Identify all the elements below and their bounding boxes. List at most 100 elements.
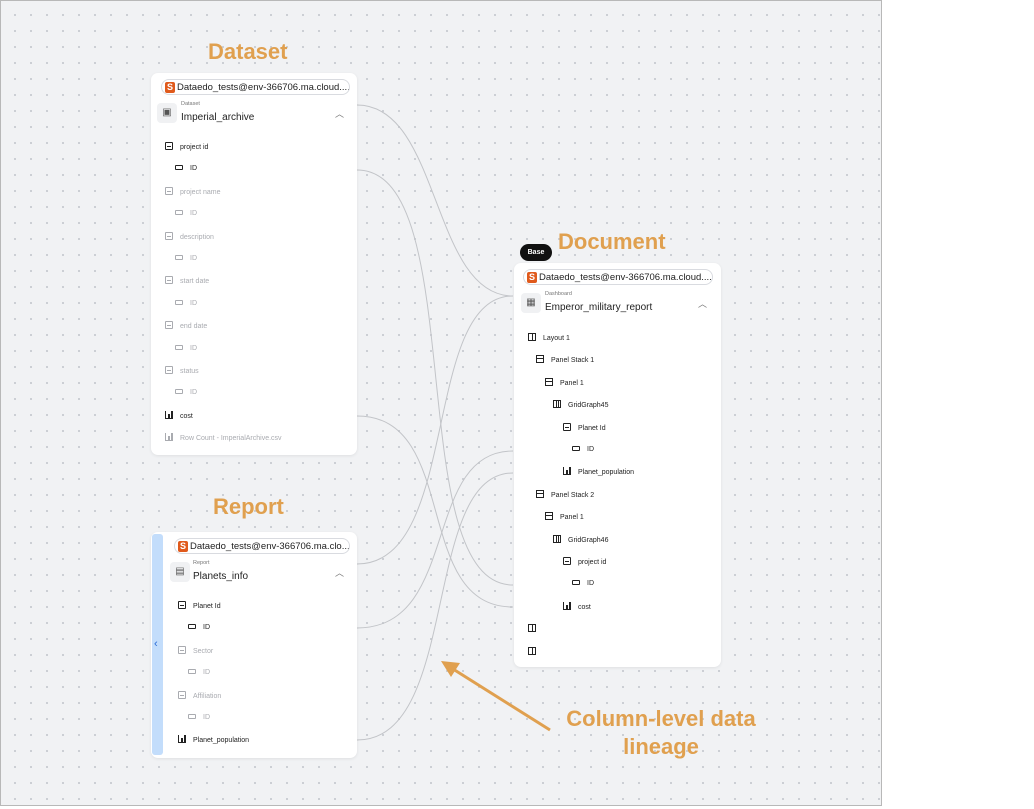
column-icon <box>178 690 186 699</box>
grid-graph-icon <box>553 400 561 409</box>
document-row[interactable]: project id <box>563 557 606 568</box>
lineage-canvas[interactable]: Dataset Document Report Column-level dat… <box>0 0 882 806</box>
dataset-name: Imperial_archive <box>181 112 255 123</box>
report-row[interactable]: Planet Id <box>178 601 221 612</box>
column-icon <box>165 276 173 285</box>
key-icon <box>175 389 183 395</box>
row-label: ID <box>587 446 594 453</box>
collapse-chevron-icon[interactable]: ︿ <box>335 109 345 119</box>
row-label: ID <box>203 624 210 632</box>
row-label: ID <box>203 669 210 677</box>
dataset-row[interactable]: project name <box>165 186 220 198</box>
row-label: ID <box>190 344 197 352</box>
row-label: Row Count - ImperialArchive.csv <box>180 435 282 443</box>
dashboard-type-icon: ▦ <box>521 293 541 313</box>
edge-population-to-document <box>356 472 514 741</box>
key-icon <box>572 446 580 451</box>
row-label: Planet_population <box>578 469 635 477</box>
measure-icon <box>165 410 173 419</box>
dataset-row[interactable]: description <box>165 231 214 243</box>
collapse-chevron-icon[interactable]: ︿ <box>698 299 708 309</box>
key-icon <box>188 714 196 719</box>
document-row[interactable]: Planet Id <box>563 422 606 434</box>
document-row[interactable]: Planet_population <box>563 467 634 478</box>
row-label: Affiliation <box>193 692 222 700</box>
report-row[interactable]: Affiliation <box>178 690 222 702</box>
row-label: Sector <box>193 647 214 655</box>
dataset-row[interactable]: ID <box>173 209 197 219</box>
dataset-row[interactable]: status <box>165 366 199 377</box>
column-icon <box>178 601 186 609</box>
row-label: start date <box>180 278 210 286</box>
source-logo-icon: S <box>165 82 175 93</box>
panel-stack-icon <box>536 489 544 498</box>
report-row[interactable]: ID <box>186 713 210 723</box>
document-row[interactable]: GridGraph45 <box>553 400 608 411</box>
column-icon <box>165 142 173 150</box>
column-icon <box>563 422 571 431</box>
report-type-icon: ▤ <box>170 562 190 582</box>
key-icon <box>175 255 183 260</box>
document-row[interactable]: cost <box>563 601 591 613</box>
document-type-label: Dashboard <box>545 291 572 297</box>
dataset-row[interactable]: ID <box>173 388 197 398</box>
edge-planet-id-to-document <box>356 450 514 629</box>
row-label: Panel 1 <box>560 514 584 522</box>
column-icon <box>178 645 186 654</box>
report-row[interactable]: Sector <box>178 645 214 657</box>
document-row[interactable]: Panel 1 <box>545 377 584 389</box>
row-label: ID <box>190 299 197 307</box>
column-icon <box>165 186 173 195</box>
row-label: project id <box>180 144 209 151</box>
report-row[interactable]: ID <box>186 623 210 633</box>
document-row[interactable]: Panel Stack 1 <box>536 355 594 366</box>
row-label: GridGraph46 <box>568 536 609 544</box>
report-type-label: Report <box>193 560 210 566</box>
document-row[interactable]: Layout 1 <box>528 333 570 344</box>
dataset-row[interactable]: cost <box>165 410 193 422</box>
column-icon <box>165 231 173 240</box>
dataset-row[interactable]: end date <box>165 321 207 332</box>
dataset-row[interactable]: Row Count - ImperialArchive.csv <box>165 433 282 444</box>
key-icon <box>175 210 183 216</box>
annotation-arrow <box>441 661 551 732</box>
document-row[interactable] <box>528 624 543 635</box>
key-icon <box>572 580 580 586</box>
collapse-chevron-icon[interactable]: ︿ <box>335 568 345 578</box>
dataset-row[interactable]: ID <box>173 254 197 264</box>
document-row[interactable]: ID <box>570 579 594 589</box>
document-row[interactable] <box>528 646 543 658</box>
grid-graph-icon <box>553 534 561 543</box>
document-row[interactable]: ID <box>570 445 594 455</box>
row-label: ID <box>190 389 197 397</box>
report-row[interactable]: Planet_population <box>178 735 249 746</box>
row-label: GridGraph45 <box>568 402 609 410</box>
dataset-row[interactable]: project id <box>165 142 208 153</box>
document-row[interactable]: GridGraph46 <box>553 534 609 546</box>
dataset-row[interactable]: ID <box>173 164 197 174</box>
row-label: ID <box>190 165 197 173</box>
report-row[interactable]: ID <box>186 668 210 678</box>
chevron-left-icon[interactable]: ‹ <box>154 638 158 650</box>
key-icon <box>188 624 196 630</box>
document-heading: Document <box>558 229 666 254</box>
dataset-row[interactable]: start date <box>165 276 209 287</box>
report-sidebar-collapse[interactable]: ‹ <box>152 534 163 755</box>
key-icon <box>188 669 196 675</box>
source-logo-icon: S <box>527 272 537 283</box>
measure-icon <box>165 433 173 442</box>
lineage-annotation: Column-level data lineage <box>566 706 756 759</box>
row-label: Panel 1 <box>560 379 584 387</box>
document-row[interactable]: Panel Stack 2 <box>536 489 594 501</box>
dataset-row[interactable]: ID <box>173 299 197 309</box>
layout-icon <box>528 624 536 633</box>
layout-icon <box>528 646 536 655</box>
document-row[interactable]: Panel 1 <box>545 512 584 523</box>
dataset-row[interactable]: ID <box>173 344 197 354</box>
